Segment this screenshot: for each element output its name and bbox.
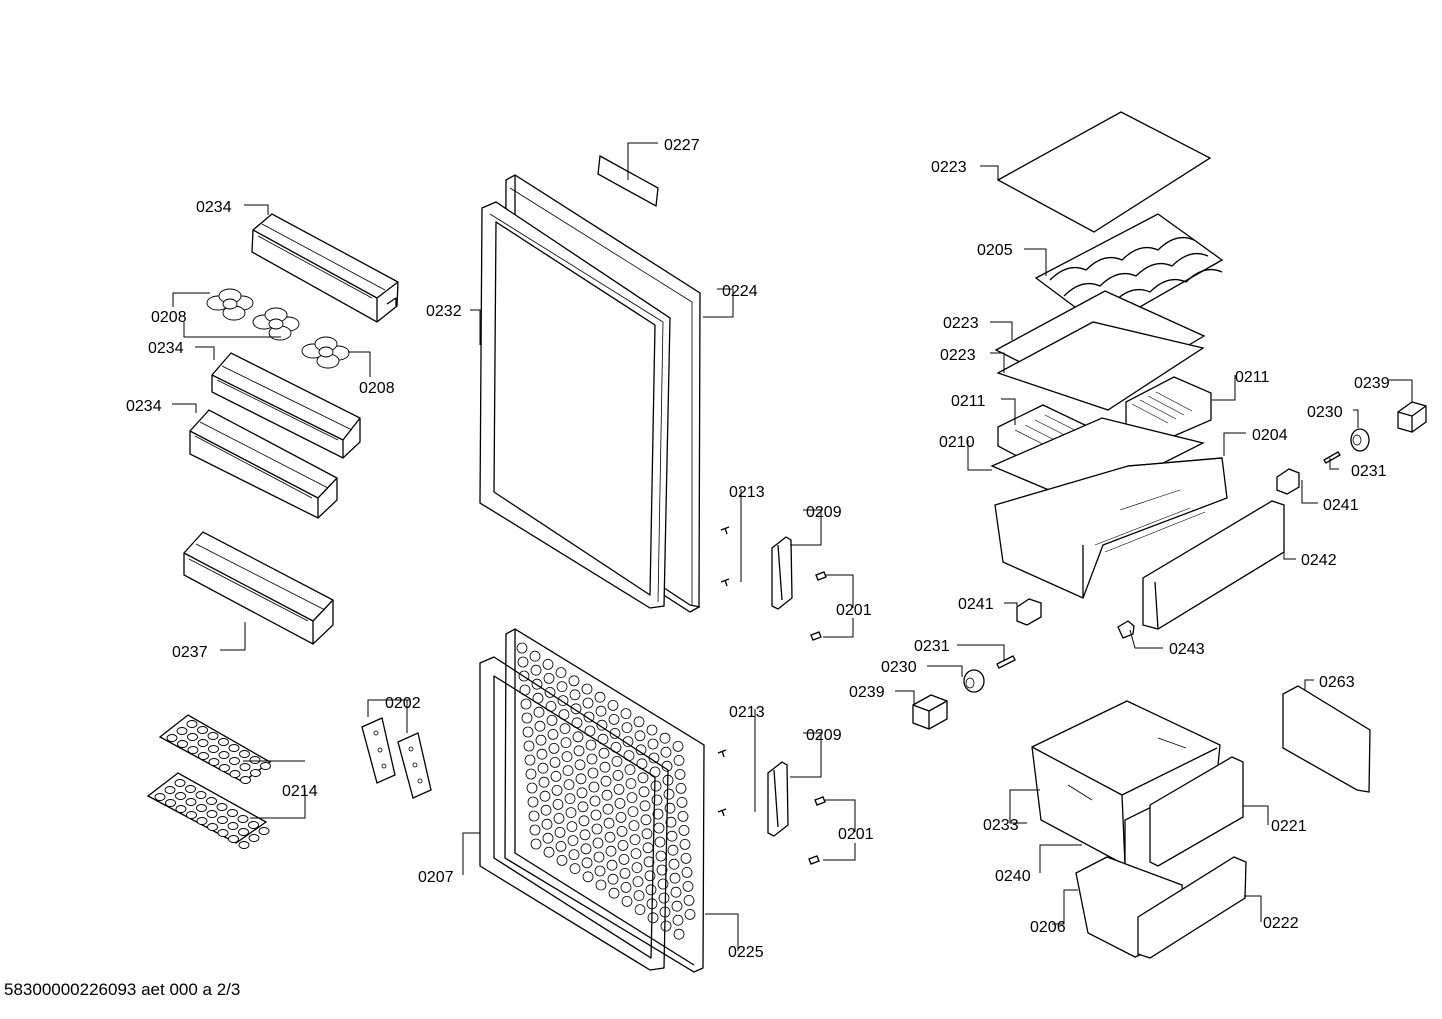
- label-0239-right: 0239: [1354, 375, 1390, 392]
- label-0208-right: 0208: [359, 380, 395, 397]
- label-0221: 0221: [1271, 818, 1307, 835]
- ice-tray-0214-bottom: [146, 772, 270, 849]
- label-0234-lower: 0234: [126, 398, 162, 415]
- label-0232: 0232: [426, 303, 462, 320]
- label-0207: 0207: [418, 869, 454, 886]
- label-0214: 0214: [282, 783, 318, 800]
- egg-holder-0208-c: [301, 336, 350, 369]
- label-0211-left: 0211: [951, 393, 986, 410]
- label-0231-right: 0231: [1351, 463, 1387, 480]
- label-0230-right: 0230: [1307, 404, 1343, 421]
- egg-holder-0208-b: [252, 307, 300, 341]
- label-0230-left: 0230: [881, 659, 917, 676]
- glass-shelf-0223-low: [996, 321, 1205, 411]
- label-0225: 0225: [728, 944, 764, 961]
- label-0204: 0204: [1252, 427, 1288, 444]
- screws-0213-upper: [720, 526, 730, 587]
- label-0241-right: 0241: [1323, 497, 1359, 514]
- label-0213-lower: 0213: [729, 704, 765, 721]
- glass-shelf-0223-top: [996, 111, 1212, 233]
- handle-0209-lower: [767, 761, 789, 837]
- label-0234-top: 0234: [196, 199, 232, 216]
- door-bin-0234-top: [251, 213, 399, 323]
- label-0237: 0237: [172, 644, 208, 661]
- label-0222: 0222: [1263, 915, 1299, 932]
- label-0223-mid: 0223: [943, 315, 979, 332]
- drawer-front-0221: [1149, 756, 1244, 867]
- label-0241-left: 0241: [958, 596, 994, 613]
- label-0211-right: 0211: [1235, 369, 1270, 386]
- label-0223-low: 0223: [940, 347, 976, 364]
- lower-door-0225: [504, 628, 705, 973]
- label-0234-middle: 0234: [148, 340, 184, 357]
- handle-0209-upper: [771, 536, 793, 610]
- door-bin-0234-lower: [189, 409, 338, 519]
- bracket-0243: [1117, 620, 1135, 639]
- label-0233: 0233: [983, 817, 1019, 834]
- pin-0231-right: [1323, 451, 1341, 464]
- drawer-0204: [994, 457, 1228, 599]
- label-0240: 0240: [995, 868, 1031, 885]
- hinge-0239-left: [912, 694, 948, 730]
- label-0223-top: 0223: [931, 159, 967, 176]
- leader-lines: [172, 142, 1413, 951]
- label-0242: 0242: [1301, 552, 1337, 569]
- label-0231-left: 0231: [914, 638, 950, 655]
- label-0239-left: 0239: [849, 684, 885, 701]
- bracket-0241-right: [1276, 468, 1300, 495]
- roller-0230-left: [963, 669, 985, 693]
- caps-0201: [808, 571, 827, 865]
- screws-0213-lower: [717, 749, 727, 817]
- door-bin-0237: [183, 531, 334, 645]
- upper-door-gasket-0232: [479, 201, 671, 609]
- part-labels: 0227 0234 0208 0234 0234 0208 0237 0214 …: [126, 137, 1390, 961]
- label-0213-upper: 0213: [729, 484, 765, 501]
- ice-tray-0214-top: [158, 714, 272, 784]
- label-0263: 0263: [1319, 674, 1355, 691]
- label-0209-lower: 0209: [806, 727, 842, 744]
- cold-pack-0202-b: [397, 732, 432, 799]
- bracket-0241-left: [1016, 598, 1042, 626]
- hinge-0239-right: [1397, 401, 1427, 433]
- label-0227: 0227: [664, 137, 700, 154]
- document-id-footer: 58300000226093 aet 000 a 2/3: [4, 980, 241, 999]
- egg-holder-0208-a: [206, 288, 254, 321]
- label-0202: 0202: [385, 695, 421, 712]
- label-0206: 0206: [1030, 919, 1066, 936]
- label-0210: 0210: [939, 434, 975, 451]
- label-0209-upper: 0209: [806, 504, 842, 521]
- drawer-front-0222: [1137, 856, 1247, 959]
- door-bin-0234-middle: [211, 352, 361, 459]
- cold-pack-0202-a: [361, 717, 396, 784]
- label-0201-lower: 0201: [838, 826, 874, 843]
- glass-plate-0263: [1282, 685, 1371, 793]
- label-0205: 0205: [977, 242, 1013, 259]
- label-plate-0227: [597, 154, 659, 208]
- label-0208-left: 0208: [151, 309, 187, 326]
- pin-0231-left: [996, 655, 1016, 669]
- lower-door-gasket-0207: [479, 656, 669, 971]
- label-0224: 0224: [722, 283, 758, 300]
- label-0201-upper: 0201: [836, 602, 872, 619]
- label-0243: 0243: [1169, 641, 1205, 658]
- roller-0230-right: [1350, 428, 1370, 452]
